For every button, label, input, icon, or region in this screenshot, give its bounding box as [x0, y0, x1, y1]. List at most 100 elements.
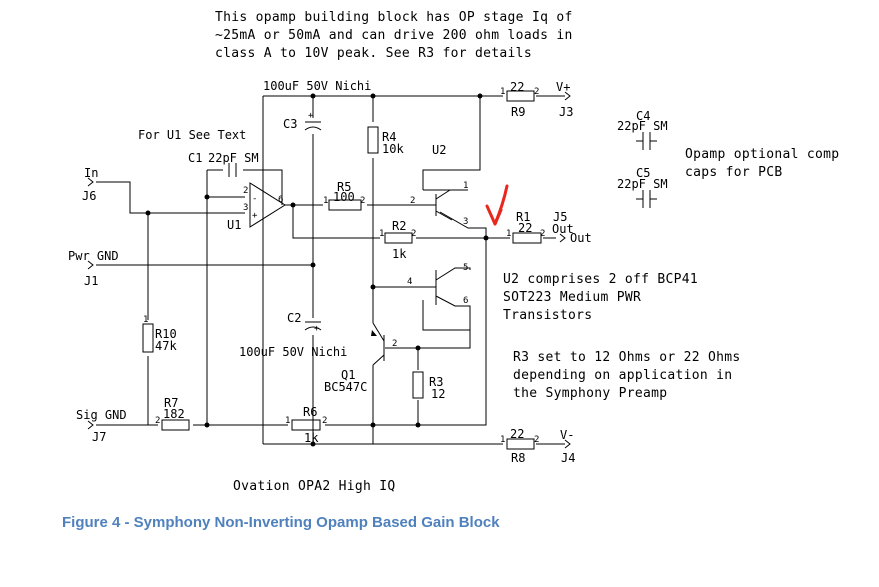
svg-text:1: 1: [143, 315, 148, 325]
svg-text:R3: R3: [429, 375, 443, 389]
svg-text:2: 2: [155, 416, 160, 426]
svg-text:12: 12: [431, 387, 445, 401]
svg-text:J7: J7: [92, 430, 106, 444]
resistor-r4: R4 10k: [367, 126, 404, 156]
red-arrow-annotation: [485, 184, 509, 226]
svg-text:2: 2: [243, 186, 248, 196]
svg-text:1: 1: [506, 229, 511, 239]
svg-text:Out: Out: [570, 231, 592, 245]
svg-text:-: -: [252, 194, 257, 204]
svg-text:3: 3: [463, 217, 468, 227]
svg-text:R2: R2: [392, 219, 406, 233]
svg-text:4: 4: [407, 277, 412, 287]
port-vplus: V+ J3: [556, 80, 573, 119]
svg-text:2: 2: [534, 435, 539, 445]
svg-text:Q1: Q1: [341, 368, 355, 382]
svg-text:1: 1: [323, 196, 328, 206]
svg-text:+: +: [308, 111, 314, 121]
svg-text:R7: R7: [164, 396, 178, 410]
svg-text:J1: J1: [84, 274, 98, 288]
svg-text:+: +: [314, 324, 320, 334]
footer-label: Ovation OPA2 High IQ: [233, 479, 396, 494]
note-r3-line-1: R3 set to 12 Ohms or 22 Ohms: [513, 350, 741, 365]
note-u2-line-2: SOT223 Medium PWR: [503, 290, 641, 305]
svg-text:5: 5: [463, 263, 468, 273]
svg-text:1: 1: [500, 87, 505, 97]
svg-text:6: 6: [278, 195, 283, 205]
note-top-line-3: class A to 10V peak. See R3 for details: [215, 46, 532, 61]
svg-text:1: 1: [463, 181, 468, 191]
svg-text:22pF SM: 22pF SM: [617, 119, 668, 133]
svg-text:100uF 50V Nichi: 100uF 50V Nichi: [263, 79, 371, 93]
transistor-u2: 1 2 3 4 5 6 U2: [407, 143, 468, 306]
svg-text:J4: J4: [561, 451, 575, 465]
svg-text:2: 2: [392, 339, 397, 349]
capacitor-c2: + C2 100uF 50V Nichi: [239, 311, 347, 359]
port-in: In J6: [82, 166, 98, 203]
note-top-line-1: This opamp building block has OP stage I…: [215, 10, 573, 25]
resistor-r9: 1 2 22 R9: [500, 80, 539, 119]
svg-text:BC547C: BC547C: [324, 380, 367, 394]
capacitor-c4: C4 22pF SM: [617, 109, 668, 150]
svg-text:Pwr GND: Pwr GND: [68, 249, 119, 263]
svg-text:22: 22: [510, 80, 524, 94]
svg-text:3: 3: [243, 203, 248, 213]
svg-text:C2: C2: [287, 311, 301, 325]
figure-caption: Figure 4 - Symphony Non-Inverting Opamp …: [62, 514, 500, 531]
svg-text:Out: Out: [552, 222, 574, 236]
resistor-r8: 1 2 22 R8: [500, 427, 539, 465]
svg-text:In: In: [84, 166, 98, 180]
resistor-r6: 1 2 R6 1k: [285, 405, 327, 445]
svg-text:1: 1: [379, 229, 384, 239]
transistor-q1: 2 Q1 BC547C: [324, 322, 397, 394]
svg-text:C5: C5: [636, 166, 650, 180]
note-u2-line-1: U2 comprises 2 off BCP41: [503, 272, 698, 287]
junction-dots: [145, 93, 489, 447]
svg-text:1: 1: [285, 416, 290, 426]
note-top-line-2: ~25mA or 50mA and can drive 200 ohm load…: [215, 28, 573, 43]
resistor-r3: R3 12: [412, 371, 445, 401]
svg-text:J5: J5: [553, 210, 567, 224]
svg-text:6: 6: [463, 296, 468, 306]
port-pwr-gnd: Pwr GND J1: [68, 249, 119, 288]
svg-text:47k: 47k: [155, 339, 177, 353]
svg-text:22: 22: [518, 221, 532, 235]
svg-text:100: 100: [333, 190, 355, 204]
port-out: J5 Out Out: [552, 210, 592, 245]
svg-text:R8: R8: [511, 451, 525, 465]
note-comp-line-1: Opamp optional comp: [685, 147, 839, 162]
note-u2-line-3: Transistors: [503, 308, 592, 323]
svg-text:R10: R10: [155, 327, 177, 341]
svg-text:V+: V+: [556, 80, 570, 94]
svg-text:2: 2: [540, 229, 545, 239]
svg-text:J6: J6: [82, 189, 96, 203]
svg-text:C3: C3: [283, 117, 297, 131]
svg-text:2: 2: [322, 416, 327, 426]
svg-text:10k: 10k: [382, 142, 404, 156]
svg-text:1k: 1k: [392, 247, 407, 261]
svg-text:1k: 1k: [304, 431, 319, 445]
capacitor-c3: + C3 100uF 50V Nichi: [263, 79, 371, 131]
capacitor-c1: C1 22pF SM: [188, 151, 259, 177]
svg-text:2: 2: [534, 87, 539, 97]
svg-text:2: 2: [410, 196, 415, 206]
svg-text:182: 182: [163, 407, 185, 421]
svg-text:22pF SM: 22pF SM: [208, 151, 259, 165]
svg-text:V-: V-: [560, 428, 574, 442]
opamp-u1: - + 2 3 6 U1 For U1 See Text: [138, 128, 286, 232]
svg-text:R4: R4: [382, 130, 396, 144]
svg-text:1: 1: [500, 435, 505, 445]
svg-text:For U1 See Text: For U1 See Text: [138, 128, 246, 142]
svg-text:100uF 50V Nichi: 100uF 50V Nichi: [239, 345, 347, 359]
note-r3-line-3: the Symphony Preamp: [513, 386, 667, 401]
svg-text:+: +: [252, 211, 258, 221]
note-comp-line-2: caps for PCB: [685, 165, 783, 180]
svg-text:2: 2: [411, 229, 416, 239]
svg-text:C1: C1: [188, 151, 202, 165]
svg-text:U1: U1: [227, 218, 241, 232]
port-vminus: V- J4: [560, 428, 575, 465]
note-r3-line-2: depending on application in: [513, 368, 732, 383]
svg-text:R6: R6: [303, 405, 317, 419]
svg-text:U2: U2: [432, 143, 446, 157]
